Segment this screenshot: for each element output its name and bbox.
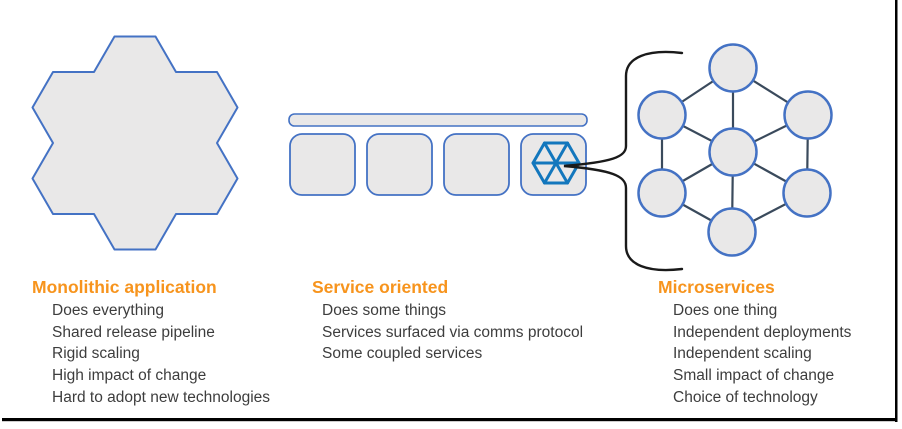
microservice-node [708,127,758,177]
list-item: Does everything [52,302,165,319]
service-module-box [289,133,356,196]
list-item: Small impact of change [673,367,835,385]
service-bar [288,113,588,127]
microservice-node [783,90,833,140]
list-item: High impact of change [52,367,207,385]
list-item: Does some things [322,302,447,319]
microservices-items: Does one thing Independent deployments I… [673,300,851,409]
slide-frame [2,0,898,422]
service-module-box [443,133,510,196]
list-item: Shared release pipeline [52,323,215,341]
service-module-box [366,133,433,196]
list-item: Rigid scaling [52,345,140,363]
service-oriented-column: Service oriented Does some things Servic… [312,276,583,365]
list-item: Independent scaling [673,345,812,363]
microservice-node [708,43,758,93]
list-item: Independent deployments [673,323,852,341]
list-item: Services surfaced via comms protocol [322,323,584,341]
microservice-node [707,207,757,257]
curly-brace-callout [563,50,684,272]
monolithic-items: Does everything Shared release pipeline … [52,300,270,409]
monolithic-title: Monolithic application [32,277,217,297]
microservice-node [637,90,687,140]
microservices-title: Microservices [658,277,775,297]
service-oriented-items: Does some things Services surfaced via c… [322,300,583,365]
microservice-node [782,168,832,218]
network-nodes [637,43,833,257]
monolith-hexagon-blob [31,35,239,251]
list-item: Some coupled services [322,345,483,363]
hexagon-wheel-icon [531,141,581,185]
microservices-column: Microservices Does one thing Independent… [658,276,851,409]
list-item: Hard to adopt new technologies [52,388,271,406]
monolithic-column: Monolithic application Does everything S… [32,276,270,409]
list-item: Choice of technology [673,388,818,406]
microservice-node [637,168,687,218]
service-oriented-title: Service oriented [312,277,449,297]
list-item: Does one thing [673,302,778,319]
